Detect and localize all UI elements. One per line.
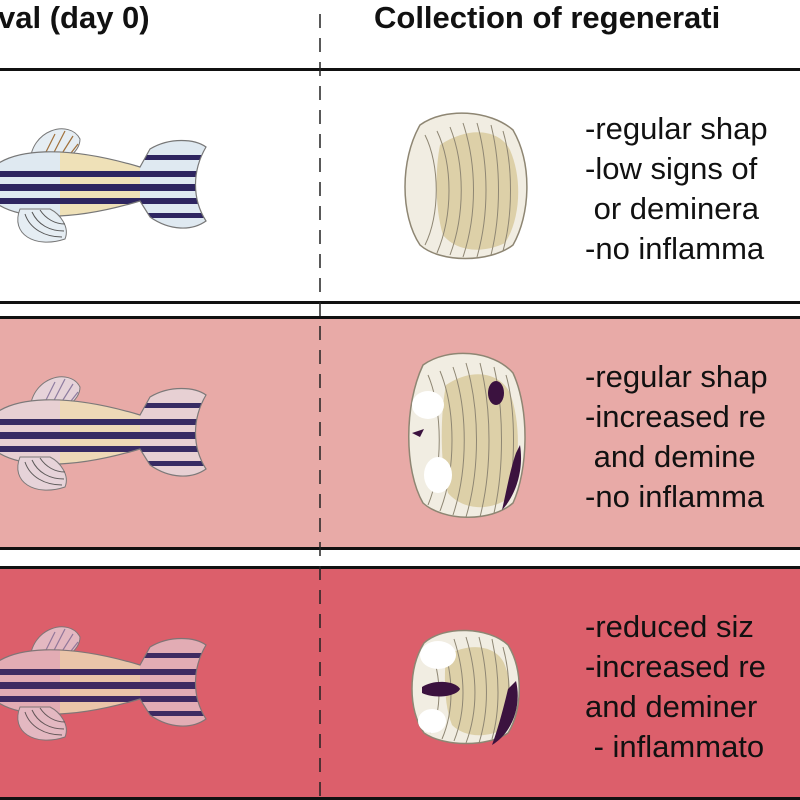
condition-row-2: -regular shap -increased re and demine -… [0, 316, 800, 550]
zebrafish-icon [0, 128, 207, 243]
zebrafish-icon [0, 376, 207, 491]
description-line: -regular shap [585, 111, 768, 146]
description: -reduced siz -increased re and deminer -… [585, 607, 766, 767]
column-header-right: Collection of regenerati [374, 0, 721, 35]
description-line: -regular shap [585, 359, 768, 394]
description-line: and demine [585, 439, 756, 474]
regenerated-scale-icon [411, 629, 520, 745]
description-line: -low signs of [585, 151, 758, 186]
condition-row-1: -regular shap -low signs of or deminera … [0, 68, 800, 304]
condition-row-3: -reduced siz -increased re and deminer -… [0, 566, 800, 800]
column-header-left: val (day 0) [0, 0, 150, 35]
description-line: -no inflamma [585, 479, 765, 514]
description-line: and deminer [585, 689, 758, 724]
description-line: - inflammato [585, 729, 765, 764]
description: -regular shap -low signs of or deminera … [585, 109, 768, 269]
regenerated-scale-icon [404, 112, 528, 260]
description-line: or deminera [585, 191, 760, 226]
description-line: -reduced siz [585, 609, 754, 644]
description-line: -increased re [585, 649, 766, 684]
regenerated-scale-icon [408, 352, 526, 518]
description-line: -no inflamma [585, 231, 765, 266]
description-line: -increased re [585, 399, 766, 434]
zebrafish-icon [0, 626, 207, 741]
description: -regular shap -increased re and demine -… [585, 357, 768, 517]
